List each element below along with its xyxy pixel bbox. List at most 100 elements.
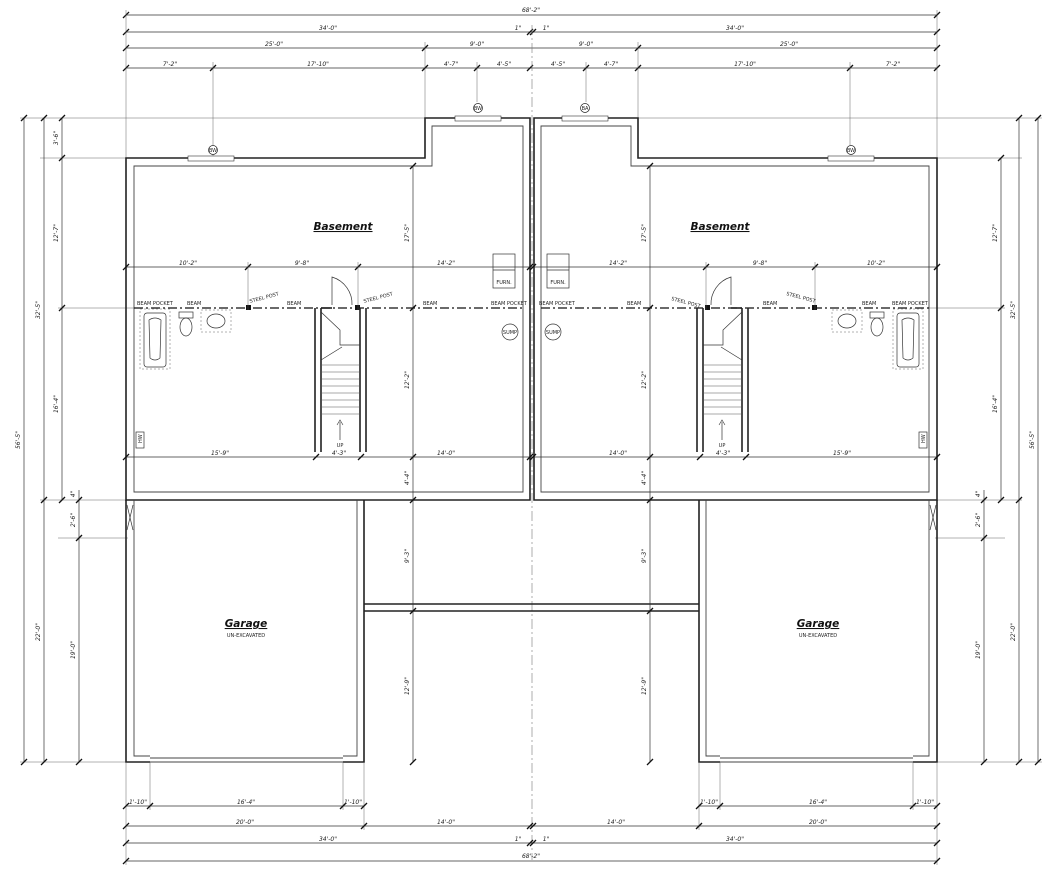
dim-left-inner-d: 4" [70, 490, 77, 497]
garage-left-note: UN-EXCAVATED [227, 633, 265, 639]
dim-cv-r-2: 12'-2" [641, 371, 648, 389]
bath-fixtures-right: HW [831, 308, 928, 449]
dim-right-inner-b: 16'-4" [992, 395, 999, 413]
dim-row3-f: 4'-7" [604, 61, 618, 68]
dim-bsmt-l-5: 4'-3" [716, 450, 730, 457]
dim-row2-a: 25'-0" [265, 41, 283, 48]
bottom-dimensions: 1'-10" 16'-4" 1'-10" 1'-10" 16'-4" 1'-10… [122, 762, 941, 865]
dim-bot2-a: 20'-0" [236, 819, 254, 826]
dim-bot1-a: 1'-10" [129, 799, 147, 806]
dim-cv-r-5: 12'-9" [641, 677, 648, 695]
dim-right-mid-a: 32'-5" [1010, 301, 1017, 319]
furnace-label-right: FURN. [550, 280, 566, 286]
dim-bsmt-l-1: 15'-9" [211, 450, 229, 457]
dim-row3-b: 17'-10" [307, 61, 329, 68]
label-beam-pocket-l2: BEAM POCKET [491, 301, 528, 307]
room-basement-right: Basement [690, 221, 750, 233]
dim-cv-l-4: 9'-3" [404, 549, 411, 563]
dim-bot2-b: 14'-0" [437, 819, 455, 826]
dim-bsmt-l-3: 14'-0" [437, 450, 455, 457]
room-garage-right: Garage [797, 618, 840, 630]
dim-row3-a: 7'-2" [163, 61, 177, 68]
dim-cv-l-2: 12'-2" [404, 371, 411, 389]
stair-up-label-left: UP [337, 443, 344, 449]
dim-left-inner-b: 12'-7" [53, 224, 60, 242]
dim-bot-half-right: 34'-0" [726, 836, 744, 843]
dim-row2-d: 25'-0" [780, 41, 798, 48]
dim-row3-e: 4'-5" [551, 61, 565, 68]
label-beam-r1: BEAM [627, 301, 641, 307]
dim-top-center-right: 1" [543, 25, 550, 32]
label-beam-pocket-r2: BEAM POCKET [892, 301, 929, 307]
window-tag-4: BW [847, 148, 855, 154]
dim-right-mid-b: 22'-0" [1010, 623, 1017, 641]
window-tag-1: BW [209, 148, 217, 154]
label-steel-post-r1: STEEL POST [670, 296, 702, 310]
window-tag-2: BW [474, 106, 482, 112]
dim-bot1-d: 1'-10" [700, 799, 718, 806]
label-beam-l3: BEAM [423, 301, 437, 307]
dim-right-inner-a: 12'-7" [992, 224, 999, 242]
dim-top-overall: 68'-2" [522, 7, 540, 14]
room-garage-left: Garage [225, 618, 268, 630]
dim-row3-h: 7'-2" [886, 61, 900, 68]
hw-label-right: HW [921, 434, 927, 443]
dim-top-center-left: 1" [515, 25, 522, 32]
dim-cv-l-3: 4'-4" [404, 471, 411, 485]
dim-row2-b: 9'-0" [470, 41, 484, 48]
stair-right: UP [696, 276, 749, 452]
dim-bsmt-h-5: 9'-8" [753, 260, 767, 267]
dim-left-mid-a: 32'-5" [35, 301, 42, 319]
dim-cv-l-5: 12'-9" [404, 677, 411, 695]
dim-bot-center-left: 1" [515, 836, 522, 843]
garage-right-note: UN-EXCAVATED [799, 633, 837, 639]
dim-bsmt-l-6: 15'-9" [833, 450, 851, 457]
dim-right-inner-d: 2'-6" [975, 513, 982, 527]
label-beam-l1: BEAM [187, 301, 201, 307]
dim-bsmt-h-1: 10'-2" [179, 260, 197, 267]
dim-bsmt-h-3: 14'-2" [437, 260, 455, 267]
dim-cv-r-1: 17'-5" [641, 224, 648, 242]
garage-walls [125, 500, 938, 763]
label-steel-post-l1: STEEL POST [249, 291, 281, 305]
dim-cv-r-3: 4'-4" [641, 471, 648, 485]
label-steel-post-l2: STEEL POST [363, 291, 395, 305]
dim-row3-g: 17'-10" [734, 61, 756, 68]
dim-row3-c: 4'-7" [444, 61, 458, 68]
mechanical-left: FURN. SUMP [492, 253, 519, 341]
label-beam-r3: BEAM [862, 301, 876, 307]
dim-left-outer: 56'-5" [15, 431, 22, 449]
dim-bsmt-l-2: 4'-3" [332, 450, 346, 457]
dim-bot-center-right: 1" [543, 836, 550, 843]
room-labels: Basement Basement Garage UN-EXCAVATED Ga… [225, 221, 840, 639]
sump-label-right: SUMP [546, 330, 560, 336]
dim-left-inner-f: 19'-0" [70, 641, 77, 659]
mechanical-right: FURN. SUMP [544, 253, 570, 341]
label-beam-r2: BEAM [763, 301, 777, 307]
room-basement-left: Basement [313, 221, 373, 233]
furnace-label-left: FURN. [496, 280, 512, 286]
stair-up-label-right: UP [719, 443, 726, 449]
dim-bsmt-l-4: 14'-0" [609, 450, 627, 457]
beam-labels: BEAM POCKET BEAM STEEL POST BEAM STEEL P… [137, 291, 929, 310]
beams [134, 305, 929, 310]
dim-row2-c: 9'-0" [579, 41, 593, 48]
dim-left-mid-b: 22'-0" [35, 623, 42, 641]
left-dimensions: 56'-5" 32'-5" 22'-0" 3'-6" 12'-7" 16'-4"… [15, 114, 428, 766]
dim-bot1-c: 1'-10" [344, 799, 362, 806]
dim-bsmt-h-4: 14'-2" [609, 260, 627, 267]
dim-row3-d: 4'-5" [497, 61, 511, 68]
dim-bot1-f: 1'-10" [916, 799, 934, 806]
windows [187, 115, 875, 162]
dim-top-half-right: 34'-0" [726, 25, 744, 32]
dim-right-inner-e: 19'-0" [975, 641, 982, 659]
dim-right-outer: 56'-5" [1029, 431, 1036, 449]
right-dimensions: 56'-5" 32'-5" 22'-0" 12'-7" 16'-4" 4" 2'… [638, 114, 1042, 766]
dim-left-inner-c: 16'-4" [53, 395, 60, 413]
dim-cv-l-1: 17'-5" [404, 224, 411, 242]
dim-bottom-overall: 68'-2" [522, 853, 540, 860]
window-tag-3: BA [582, 106, 589, 112]
hw-label-left: HW [138, 434, 144, 443]
top-dimensions: 68'-2" 34'-0" 34'-0" 1" 1" 25'-0" 9'-0" … [122, 7, 941, 160]
